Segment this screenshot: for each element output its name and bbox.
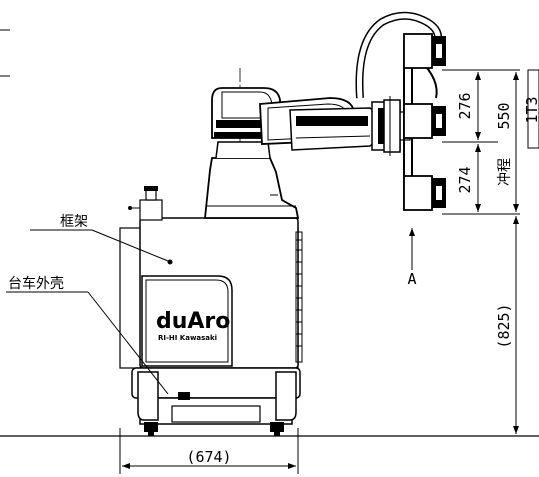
frame-leader: [91, 229, 169, 262]
edge-tag-box: [527, 69, 539, 149]
dimension-arrows: [122, 72, 519, 469]
dim-upper: 276: [456, 92, 474, 119]
end-effector: [383, 33, 446, 211]
dim-width: (674): [186, 448, 231, 466]
dim-stroke-total: 550: [495, 102, 513, 129]
edge-tag: 1T3: [523, 96, 539, 123]
cart-shell-leader: [87, 291, 169, 395]
frame-point: [167, 259, 173, 265]
brand-logo: duAro: [156, 309, 230, 334]
caster-left: [144, 422, 158, 432]
dim-stroke-word: 冲程: [497, 158, 513, 186]
dimension-lines: [119, 69, 522, 474]
brand-sub: RI-HI Kawasaki: [158, 334, 217, 342]
frame-label: 框架: [60, 214, 88, 230]
cart-base: [119, 186, 303, 436]
view-marker: A: [407, 270, 416, 288]
dim-height: (825): [495, 303, 513, 348]
caster-right: [270, 422, 284, 432]
cart-shell-label: 台车外壳: [8, 275, 64, 292]
dim-lower: 274: [456, 166, 474, 193]
